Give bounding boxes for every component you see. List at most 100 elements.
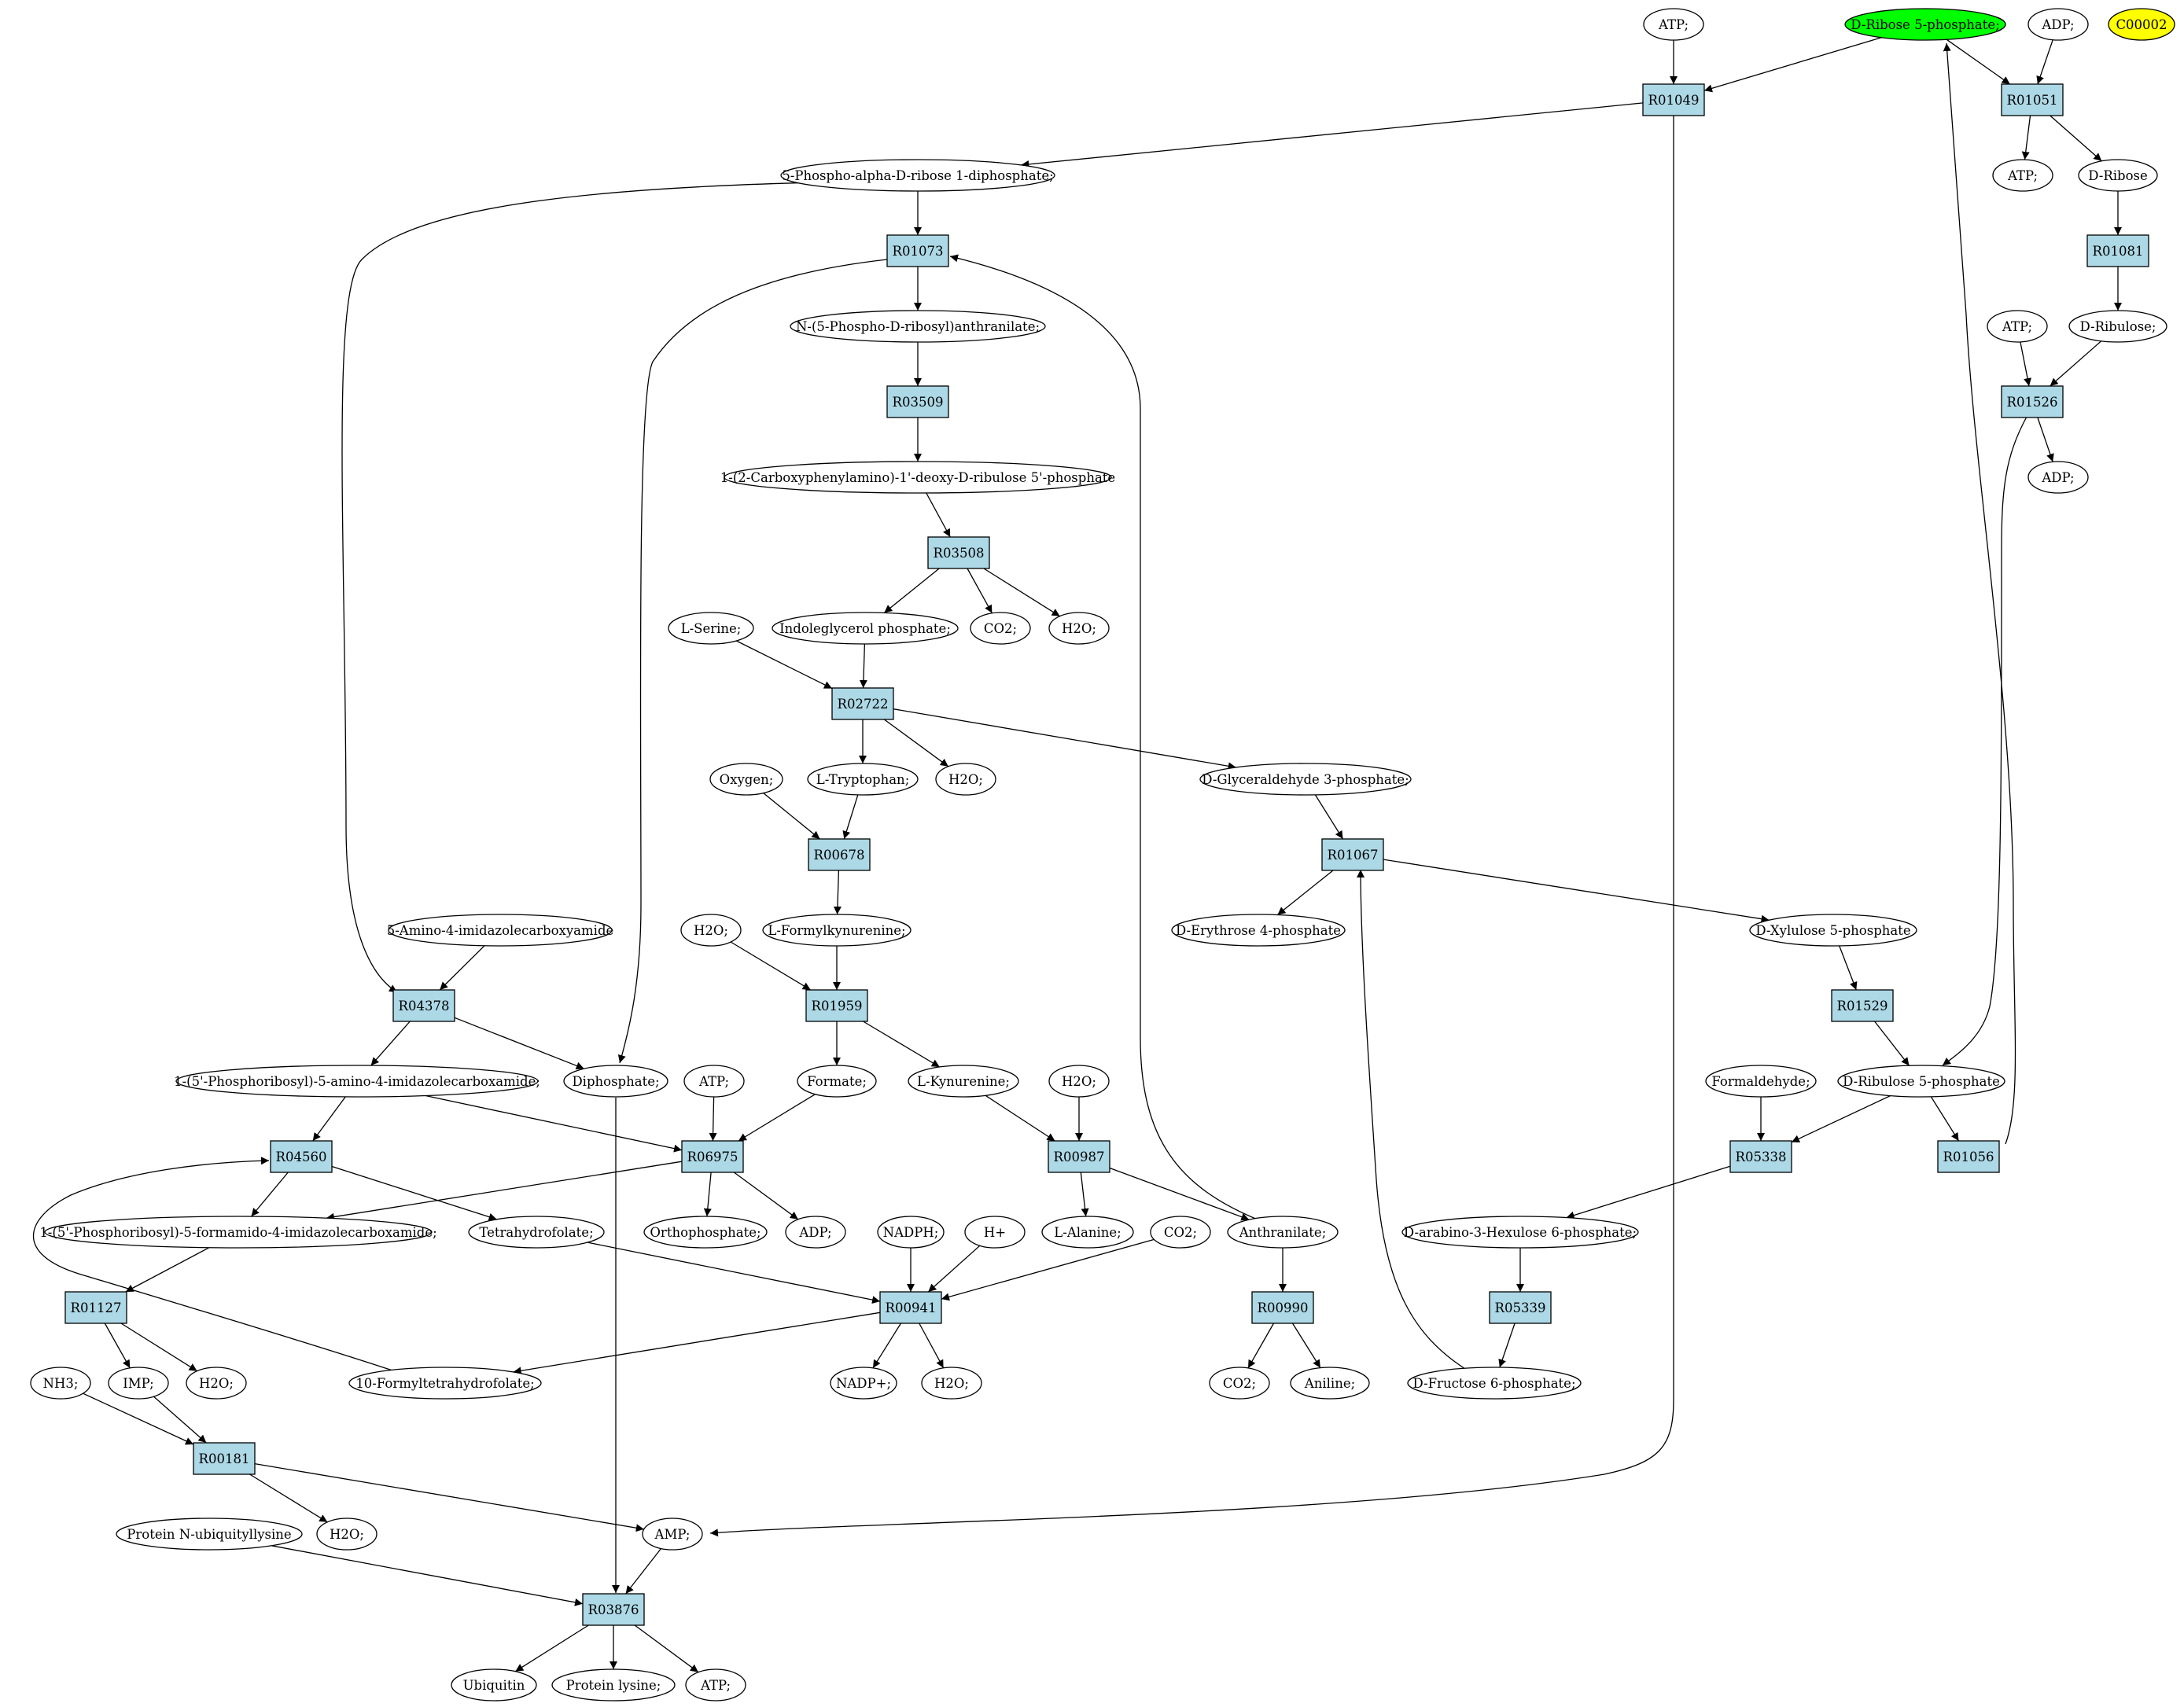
- reaction-box: [2086, 234, 2149, 267]
- reaction-box: [582, 1593, 645, 1626]
- compound-node-ru5p: D-Ribulose 5-phosphate: [1837, 1065, 2005, 1098]
- compound-ellipse: [468, 1216, 605, 1249]
- compound-ellipse: [551, 1668, 676, 1701]
- compound-ellipse: [668, 612, 754, 645]
- node-label: R04560: [276, 1150, 327, 1164]
- edge-r02722-to-g3p: [893, 708, 1236, 771]
- node-label: NADP+;: [836, 1376, 891, 1391]
- node-label: L-Alanine;: [1054, 1225, 1121, 1240]
- edge-thf-to-r00941: [587, 1242, 881, 1304]
- reaction-node-r01529: R01529: [1831, 989, 1894, 1022]
- reaction-node-r05339: R05339: [1489, 1291, 1552, 1324]
- edge-protubq-to-r03876: [271, 1545, 584, 1606]
- compound-ellipse: [877, 1216, 945, 1249]
- node-label: Diphosphate;: [572, 1074, 659, 1089]
- compound-node-nadph: NADPH;: [877, 1216, 945, 1249]
- node-label: H2O;: [948, 772, 983, 787]
- edge-r05339-to-f6p: [1498, 1323, 1516, 1368]
- node-label: D-Fructose 6-phosphate;: [1413, 1376, 1576, 1391]
- node-label: Protein N-ubiquityllysine: [127, 1527, 291, 1542]
- edge-r04560-to-faicar: [251, 1172, 289, 1217]
- reaction-box: [886, 234, 949, 267]
- compound-node-h2o_a: H2O;: [1048, 612, 1110, 645]
- compound-ellipse: [1199, 763, 1412, 796]
- reaction-box: [64, 1291, 127, 1324]
- edge-aica-to-r04378: [439, 945, 485, 991]
- reaction-node-r01127: R01127: [64, 1291, 127, 1324]
- compound-ellipse: [30, 1367, 91, 1400]
- node-label: R00990: [1258, 1300, 1309, 1315]
- compound-ellipse: [1150, 1216, 1211, 1249]
- node-label: R00678: [814, 848, 865, 863]
- edge-r01067-to-x5p: [1383, 859, 1770, 923]
- reaction-node-r01056: R01056: [1937, 1140, 2000, 1173]
- node-label: L-Tryptophan;: [816, 772, 910, 787]
- compound-node-adp_m: ADP;: [785, 1216, 846, 1249]
- node-label: 1-(5'-Phosphoribosyl)-5-amino-4-imidazol…: [174, 1074, 540, 1089]
- compound-ellipse: [1705, 1065, 1817, 1098]
- compound-ellipse: [1041, 1216, 1134, 1249]
- node-label: Oxygen;: [720, 772, 774, 787]
- node-label: N-(5-Phospho-D-ribosyl)anthranilate;: [796, 319, 1040, 334]
- edge-r01127-to-h2o_e: [120, 1323, 197, 1372]
- reaction-node-r00987: R00987: [1048, 1140, 1110, 1173]
- compound-ellipse: [921, 1367, 982, 1400]
- reaction-box: [193, 1442, 256, 1475]
- reaction-box: [1251, 1291, 1314, 1324]
- reaction-box: [1937, 1140, 2000, 1173]
- edge-r00181-to-h2o_g: [249, 1473, 328, 1523]
- node-label: R01067: [1328, 848, 1379, 863]
- compound-ellipse: [1401, 1216, 1639, 1249]
- compound-ellipse: [108, 1367, 169, 1400]
- compound-ellipse: [1643, 8, 1704, 41]
- compound-node-formald: Formaldehyde;: [1705, 1065, 1817, 1098]
- node-label: D-Ribulose 5-phosphate: [1843, 1074, 2000, 1089]
- reaction-box: [1321, 838, 1384, 871]
- node-label: D-Glyceraldehyde 3-phosphate;: [1202, 772, 1409, 787]
- edge-r06975-to-adp_m: [733, 1172, 799, 1220]
- compound-node-formylthf: 10-Formyltetrahydrofolate;: [348, 1367, 542, 1400]
- compound-node-dribulose: D-Ribulose;: [2068, 310, 2167, 343]
- compound-ellipse: [348, 1367, 542, 1400]
- compound-node-lala: L-Alanine;: [1041, 1216, 1134, 1249]
- node-label: L-Formylkynurenine;: [768, 923, 905, 938]
- edge-r06975-to-orthop: [703, 1172, 712, 1217]
- node-label: ATP;: [700, 1678, 731, 1693]
- compound-ellipse: [388, 914, 613, 947]
- node-label: 1-(2-Carboxyphenylamino)-1'-deoxy-D-ribu…: [720, 470, 1115, 485]
- edge-r01529-to-ru5p: [1874, 1021, 1910, 1066]
- edge-co2_b-to-r00941: [941, 1238, 1155, 1301]
- reaction-box: [886, 385, 949, 418]
- node-label: R01529: [1837, 999, 1888, 1014]
- edge-r00987-to-lala: [1080, 1172, 1089, 1217]
- node-label: R03876: [588, 1602, 639, 1617]
- compound-node-atp_r2: ATP;: [1987, 310, 2048, 343]
- compound-node-aniline: Aniline;: [1290, 1367, 1370, 1400]
- compound-ellipse: [2068, 310, 2167, 343]
- node-label: ADP;: [798, 1225, 831, 1240]
- reaction-box: [1831, 989, 1894, 1022]
- node-label: R00181: [199, 1451, 250, 1466]
- compound-node-nh3: NH3;: [30, 1367, 91, 1400]
- edge-imp-to-r00181: [153, 1396, 207, 1444]
- compound-node-amp: AMP;: [642, 1518, 703, 1551]
- reaction-node-r02722: R02722: [831, 687, 894, 720]
- reaction-box: [2001, 83, 2064, 116]
- edge-aicar-to-r04560: [312, 1096, 346, 1142]
- compound-ellipse: [1844, 8, 2006, 41]
- node-label: R03509: [893, 395, 944, 410]
- compound-node-imp: IMP;: [108, 1367, 169, 1400]
- compound-node-nadp: NADP+;: [830, 1367, 897, 1400]
- edge-ribose5p-to-r01051: [1946, 39, 2011, 85]
- compound-ellipse: [1837, 1065, 2005, 1098]
- compound-node-hplus: H+: [964, 1216, 1026, 1249]
- node-label: R01073: [893, 244, 944, 259]
- edge-f6p-to-r01067: [1357, 869, 1466, 1370]
- compound-node-aicar: 1-(5'-Phosphoribosyl)-5-amino-4-imidazol…: [174, 1065, 540, 1098]
- reaction-box: [392, 989, 455, 1022]
- edge-h2o_c-to-r01959: [730, 941, 812, 991]
- edge-r04378-to-aicar: [370, 1021, 411, 1066]
- edge-oxygen-to-r00678: [763, 793, 820, 840]
- node-label: 5-Amino-4-imidazolecarboxyamide: [387, 923, 614, 938]
- edge-indole-to-r02722: [859, 643, 867, 689]
